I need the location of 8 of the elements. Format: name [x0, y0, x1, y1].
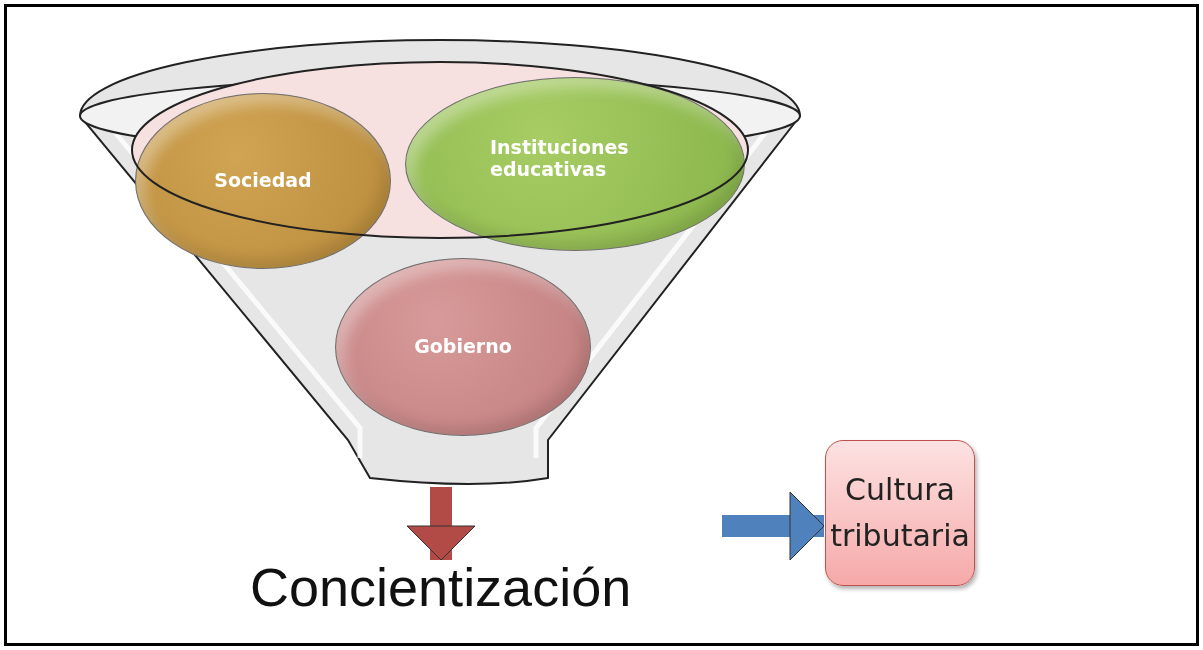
box-label: Cultura tributaria	[829, 470, 971, 555]
circle-label: Gobierno	[414, 336, 512, 358]
rounded-box	[825, 440, 975, 586]
circle-label: Instituciones educativas	[490, 137, 630, 181]
block-arrow	[406, 487, 476, 561]
result-text: Concientización	[250, 556, 632, 618]
block-arrow	[722, 491, 825, 561]
circle-label: Sociedad	[214, 170, 312, 192]
